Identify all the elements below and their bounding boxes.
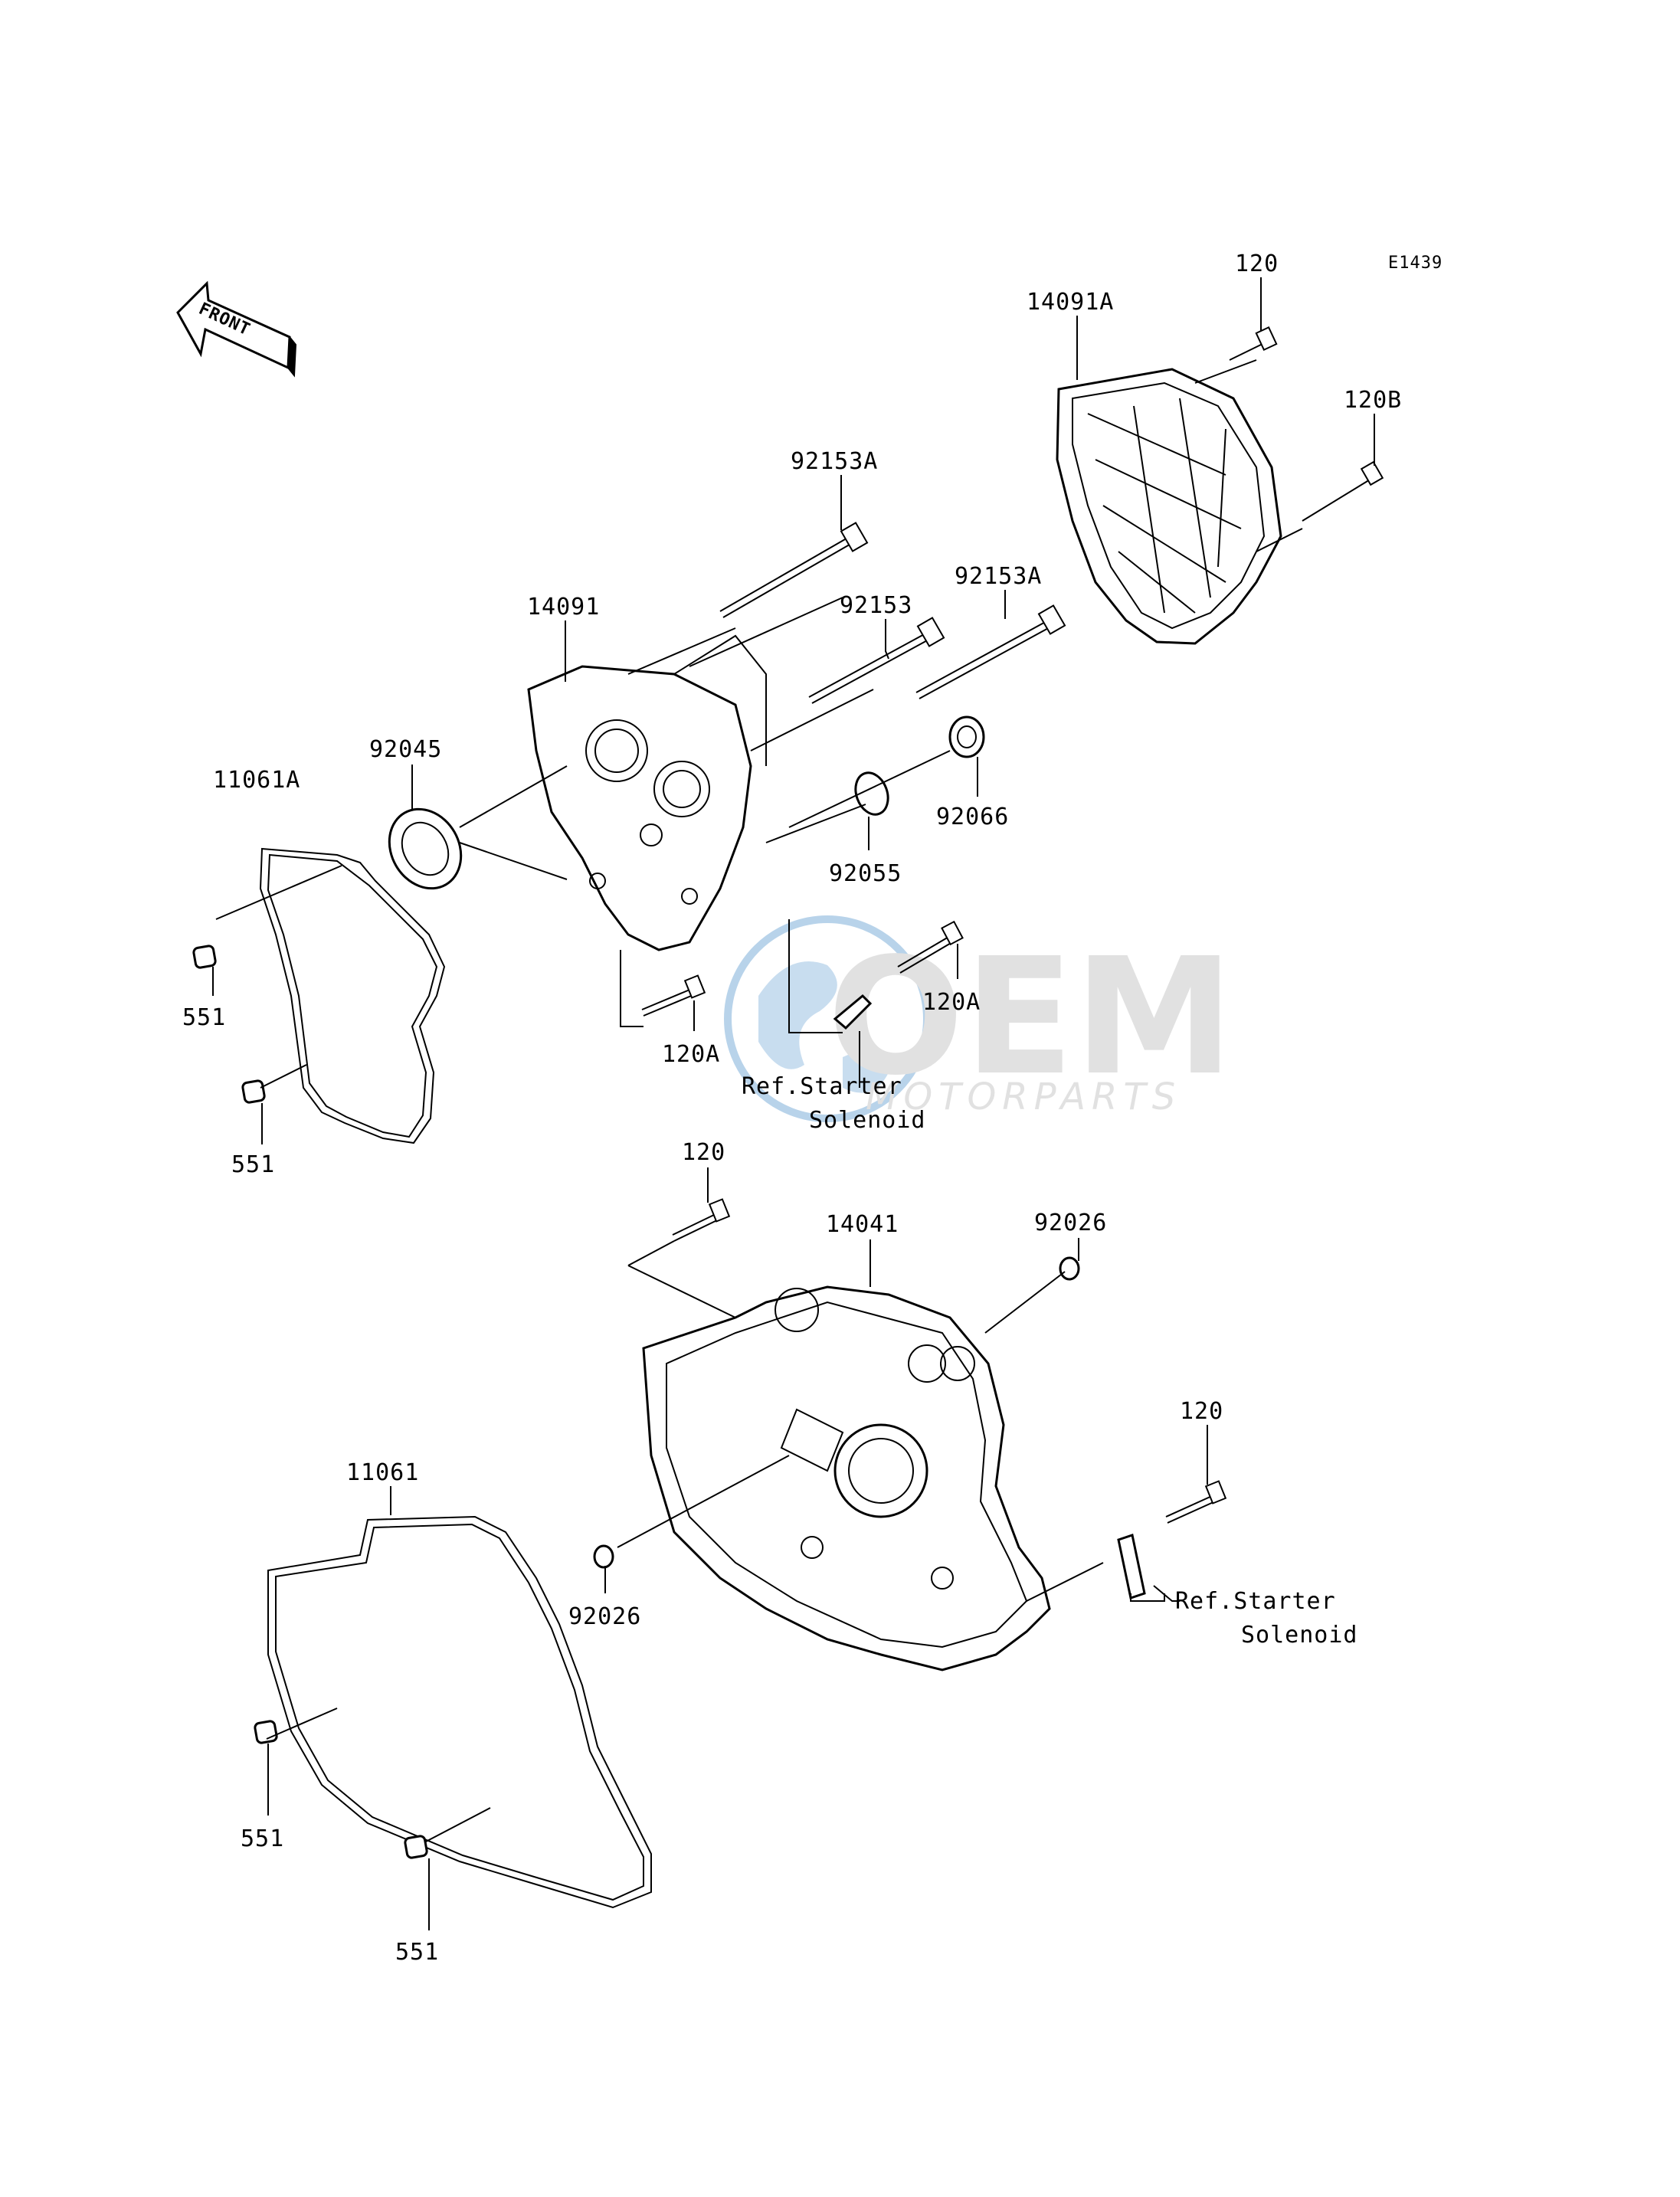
label-120B: 120B	[1344, 387, 1402, 414]
bolt-120A-left	[641, 974, 706, 1017]
bolt-120-mid	[672, 1198, 731, 1242]
bolt-120-right	[1165, 1480, 1227, 1524]
label-551-c: 551	[241, 1825, 284, 1852]
label-92045: 92045	[369, 736, 442, 763]
gasket-11061-inner	[275, 1523, 644, 1901]
label-120A-left: 120A	[662, 1041, 720, 1068]
label-14041: 14041	[826, 1211, 899, 1238]
starter-solenoid-clip-1	[833, 994, 873, 1030]
gasket-11061A	[259, 847, 446, 1144]
cover-14091A	[1056, 368, 1282, 645]
watermark: OEM MOTORPARTS	[724, 915, 1234, 1122]
label-92153A-mid: 92153A	[955, 563, 1042, 590]
label-11061: 11061	[346, 1459, 419, 1486]
plug-92066	[948, 715, 985, 758]
label-120-right: 120	[1180, 1398, 1223, 1425]
label-92026-bottom: 92026	[568, 1603, 641, 1630]
part-labels: 120 14091A 120B 92153A 92153 92153A 1409…	[182, 250, 1402, 1966]
label-92153A-top: 92153A	[791, 448, 878, 475]
dowel-551-a	[192, 945, 217, 969]
bearing-92045	[388, 807, 463, 890]
front-arrow-icon: FRONT	[176, 280, 297, 378]
bolt-120B	[1302, 460, 1384, 522]
label-11061A: 11061A	[213, 767, 300, 794]
label-120-mid: 120	[682, 1139, 725, 1166]
cover-14041	[642, 1285, 1051, 1671]
label-92066: 92066	[936, 804, 1009, 830]
label-14091A: 14091A	[1027, 289, 1114, 316]
label-120A-right: 120A	[922, 989, 981, 1016]
label-ref-starter-1-line2: Solenoid	[809, 1107, 926, 1134]
washer-92026-top	[1059, 1256, 1080, 1281]
label-551-a: 551	[182, 1004, 226, 1031]
bolt-120-top	[1229, 326, 1278, 361]
oring-92055	[854, 771, 889, 816]
cover-14091	[527, 634, 767, 951]
label-92055: 92055	[829, 860, 902, 887]
label-92026-top: 92026	[1034, 1210, 1107, 1236]
gasket-11061A-inner	[267, 853, 438, 1138]
label-ref-starter-2-line1: Ref.Starter	[1175, 1588, 1336, 1615]
watermark-logo: OEM	[827, 923, 1234, 1111]
bolt-92153A-top	[719, 522, 869, 618]
bolt-120A-right	[897, 920, 964, 974]
dowel-551-c	[254, 1720, 278, 1744]
diagram-code: E1439	[1388, 254, 1443, 273]
bolt-92153A-mid	[915, 604, 1066, 699]
label-ref-starter-2-line2: Solenoid	[1241, 1622, 1358, 1649]
label-92153: 92153	[840, 592, 912, 619]
label-14091: 14091	[527, 594, 600, 620]
dowel-551-b	[241, 1079, 266, 1104]
starter-solenoid-clip-2	[1117, 1534, 1146, 1599]
watermark-globe	[724, 915, 931, 1122]
leader-lines	[212, 277, 1375, 1930]
label-120-top: 120	[1235, 250, 1279, 277]
label-551-d: 551	[395, 1939, 439, 1966]
watermark-subtext: MOTORPARTS	[866, 1076, 1181, 1118]
gasket-11061	[267, 1515, 652, 1909]
dowel-551-d	[404, 1835, 428, 1859]
label-551-b: 551	[231, 1151, 275, 1178]
washer-92026-bottom	[593, 1544, 614, 1569]
bolt-92153	[808, 617, 945, 704]
label-ref-starter-1-line1: Ref.Starter	[742, 1073, 902, 1100]
